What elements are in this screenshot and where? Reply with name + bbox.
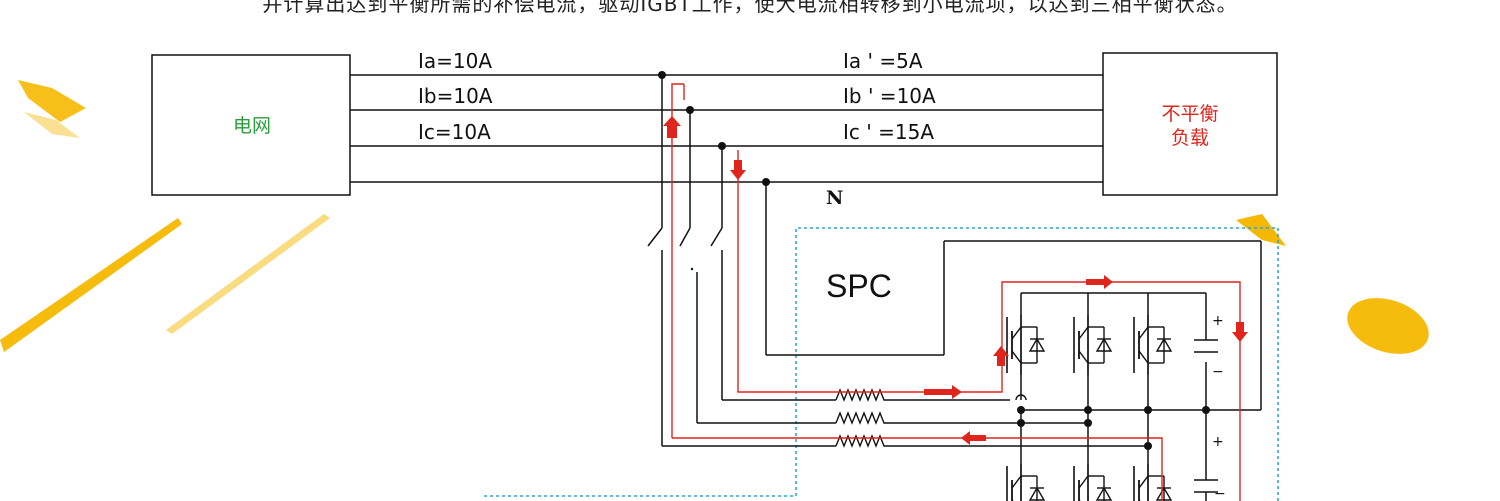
arrow-left-mid <box>961 431 986 445</box>
current-ia-out: Ia ' =5A <box>843 49 923 73</box>
decor-stroke-left-diag <box>0 218 182 352</box>
phase-lines <box>350 74 1103 183</box>
cap-minus-top: − <box>1212 364 1224 380</box>
arrow-up-left <box>663 116 681 138</box>
arrow-right-lower <box>924 385 962 399</box>
igbt-top-1 <box>1006 314 1045 376</box>
igbt-top-2 <box>1073 314 1112 376</box>
tap-wires <box>647 75 1262 446</box>
igbt-bottom-1 <box>1006 463 1045 501</box>
spc-label: SPC <box>826 268 892 304</box>
bridge-crossover <box>1015 394 1027 401</box>
decor-stroke-right <box>1236 214 1286 246</box>
arrow-down-right <box>1232 322 1248 342</box>
spc-dotted-border <box>484 227 1279 501</box>
arrow-down-ic <box>730 160 746 180</box>
igbt-bottom-2 <box>1073 463 1112 501</box>
current-ib-in: Ib=10A <box>418 84 493 108</box>
load-label-line2: 负载 <box>1171 127 1209 149</box>
arrow-right-top <box>1086 275 1113 289</box>
switch-contact-dot <box>690 267 694 271</box>
cap-plus-bottom: + <box>1212 434 1224 450</box>
load-box <box>1102 52 1278 196</box>
cap-plus-top: + <box>1212 313 1224 329</box>
decor-stroke-left-diag-light <box>166 214 330 334</box>
bridge-wires <box>1020 292 1261 501</box>
grid-box <box>151 54 351 196</box>
current-ia-in: Ia=10A <box>418 49 492 73</box>
cap-minus-bottom: − <box>1214 486 1226 501</box>
arrow-up-bridge <box>993 346 1009 366</box>
current-ib-out: Ib ' =10A <box>843 84 936 108</box>
igbt-top-3 <box>1133 314 1172 376</box>
current-ic-out: Ic ' =15A <box>843 120 934 144</box>
flow-arrows <box>663 116 1248 445</box>
inductor-legs <box>662 399 1148 447</box>
current-flow-path <box>671 83 1241 501</box>
load-label-line1: 不平衡 <box>1161 103 1218 125</box>
decor-blob-right <box>1347 298 1429 354</box>
igbt-bottom-3 <box>1133 463 1172 501</box>
grid-label: 电网 <box>233 115 271 137</box>
bridge-junctions <box>1017 406 1210 450</box>
header-text: 并计算出达到平衡所需的补偿电流，驱动IGBT工作，使大电流相转移到小电流项，以达… <box>262 0 1238 16</box>
decor-stroke-left-top <box>18 80 86 138</box>
current-ic-in: Ic=10A <box>418 120 491 144</box>
neutral-label: N <box>826 187 843 209</box>
